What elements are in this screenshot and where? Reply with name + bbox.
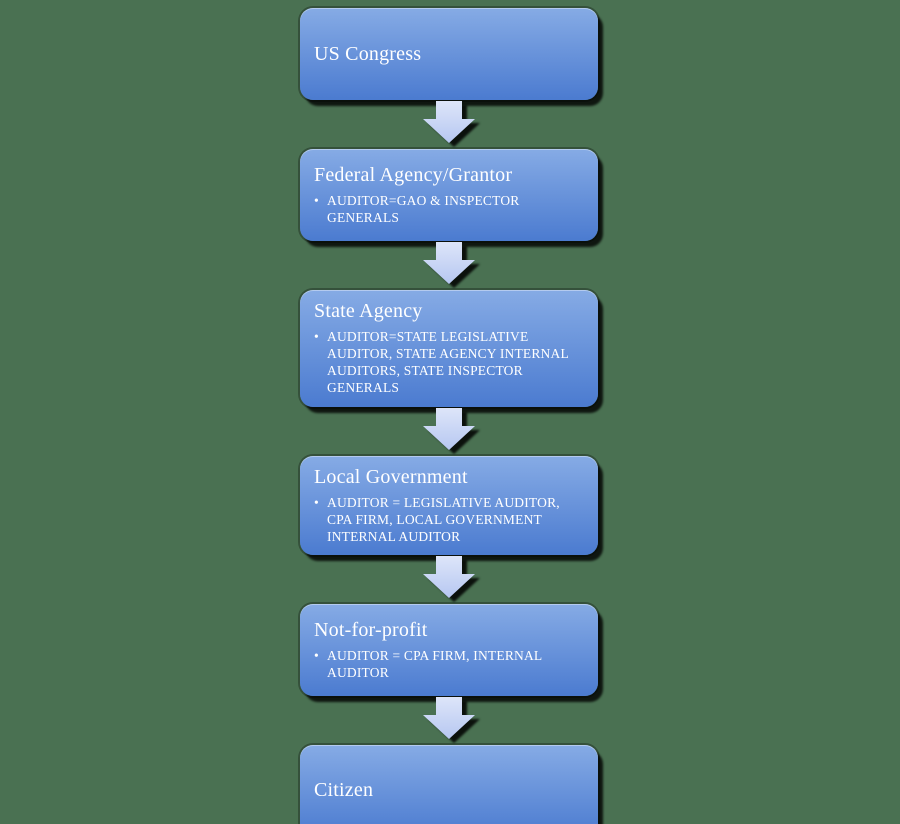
node-bullet-list: AUDITOR = LEGISLATIVE AUDITOR, CPA FIRM,… <box>314 494 580 545</box>
flow-column: US Congress Federal Agency/Grantor AUDIT… <box>300 8 598 824</box>
node-title: Not-for-profit <box>314 618 428 641</box>
flow-node-federal-agency-grantor: Federal Agency/Grantor AUDITOR=GAO & INS… <box>300 149 598 241</box>
node-title: Federal Agency/Grantor <box>314 163 513 186</box>
node-bullet-list: AUDITOR=STATE LEGISLATIVE AUDITOR, STATE… <box>314 328 580 397</box>
down-arrow-icon <box>421 407 477 456</box>
flow-node-not-for-profit: Not-for-profit AUDITOR = CPA FIRM, INTER… <box>300 603 598 696</box>
node-bullet: AUDITOR=STATE LEGISLATIVE AUDITOR, STATE… <box>314 328 580 397</box>
down-arrow-icon <box>421 100 477 149</box>
node-title: US Congress <box>314 42 422 65</box>
down-arrow-icon <box>421 555 477 604</box>
node-bullet: AUDITOR = LEGISLATIVE AUDITOR, CPA FIRM,… <box>314 494 580 545</box>
node-bullet: AUDITOR=GAO & INSPECTOR GENERALS <box>314 192 580 226</box>
flow-node-citizen: Citizen <box>300 744 598 824</box>
down-arrow-icon <box>421 696 477 745</box>
down-arrow-icon <box>421 241 477 290</box>
node-bullet: AUDITOR = CPA FIRM, INTERNAL AUDITOR <box>314 647 580 681</box>
node-title: State Agency <box>314 300 423 322</box>
flow-node-state-agency: State Agency AUDITOR=STATE LEGISLATIVE A… <box>300 290 598 407</box>
node-bullet-list: AUDITOR = CPA FIRM, INTERNAL AUDITOR <box>314 647 580 681</box>
node-title: Local Government <box>314 465 468 488</box>
flow-node-us-congress: US Congress <box>300 8 598 100</box>
node-title: Citizen <box>314 779 374 802</box>
flow-node-local-government: Local Government AUDITOR = LEGISLATIVE A… <box>300 455 598 555</box>
node-bullet-list: AUDITOR=GAO & INSPECTOR GENERALS <box>314 192 580 226</box>
